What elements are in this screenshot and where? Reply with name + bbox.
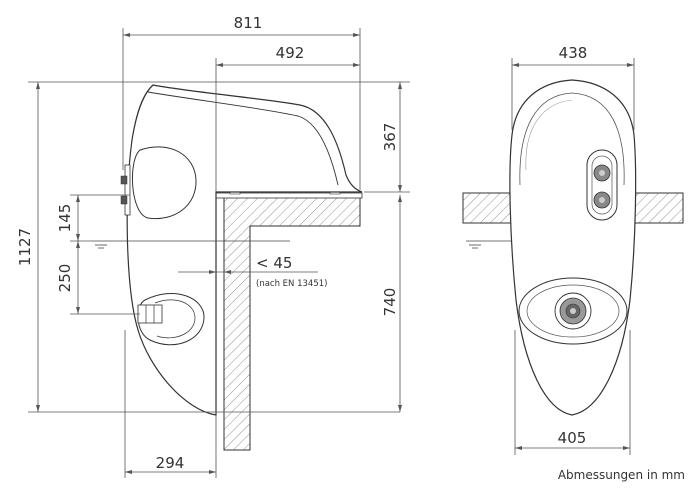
units-caption: Abmessungen in mm (557, 468, 685, 482)
dim-label-294: 294 (156, 454, 185, 472)
dim-label-1127: 1127 (16, 228, 34, 266)
pool-wall-section (215, 190, 363, 451)
dim-label-145: 145 (56, 204, 74, 233)
upper-nozzle-bracket (124, 164, 131, 216)
dim-front-top-width: 438 (511, 44, 635, 130)
front-view: 438 405 (462, 44, 684, 455)
deck-right (632, 192, 684, 224)
dim-lower-height: 740 (381, 195, 402, 412)
dim-overall-width: 811 (122, 14, 361, 190)
dim-label-clearance: < 45 (256, 254, 292, 272)
dim-label-405: 405 (558, 429, 587, 447)
dim-total-height: 1127 (16, 81, 400, 413)
dim-base-depth: 294 (124, 330, 217, 478)
unit-body-front (509, 79, 637, 416)
dim-label-811: 811 (234, 14, 263, 32)
upper-lamp-pair (586, 149, 618, 221)
clearance-note: (nach EN 13451) (256, 279, 327, 289)
dim-clearance: < 45 (nach EN 13451) (178, 254, 327, 289)
dim-label-250: 250 (56, 264, 74, 293)
dim-250: 250 (56, 241, 140, 315)
dim-label-740: 740 (381, 288, 399, 317)
lower-nozzle (137, 304, 163, 324)
dim-front-bottom-width: 405 (514, 330, 631, 455)
dim-145: 145 (56, 194, 130, 242)
dim-label-492: 492 (276, 44, 305, 62)
dim-upper-depth: 492 (215, 44, 360, 192)
unit-body-side (92, 84, 363, 416)
deck-left (462, 192, 514, 224)
side-view: 811 492 367 1127 (16, 14, 410, 478)
lower-nozzle-housing (518, 277, 628, 345)
dim-label-438: 438 (559, 44, 588, 62)
dim-top-height: 367 (150, 81, 410, 193)
dim-label-367: 367 (381, 123, 399, 152)
